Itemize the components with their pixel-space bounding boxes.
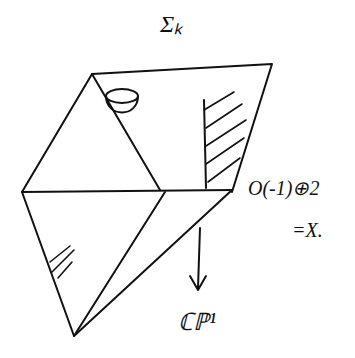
cone-inner-edge bbox=[74, 192, 165, 336]
sigma-label: Σₖ bbox=[160, 12, 182, 36]
circle-symbol bbox=[106, 89, 138, 103]
cone-lower-edges bbox=[22, 190, 232, 336]
cup-symbol bbox=[106, 96, 138, 113]
bundle-label: O(-1)⊕2 bbox=[248, 178, 319, 198]
base-label: ℂℙ¹ bbox=[178, 310, 216, 334]
equals-label: =X. bbox=[292, 220, 323, 240]
hatching bbox=[204, 92, 246, 182]
cone-inner-edge bbox=[92, 74, 160, 190]
hatch-edge bbox=[204, 100, 206, 188]
cone-top-outline bbox=[22, 64, 272, 192]
scribble bbox=[50, 246, 74, 278]
cone-middle-edge bbox=[22, 190, 232, 192]
projection-arrow bbox=[190, 228, 206, 290]
